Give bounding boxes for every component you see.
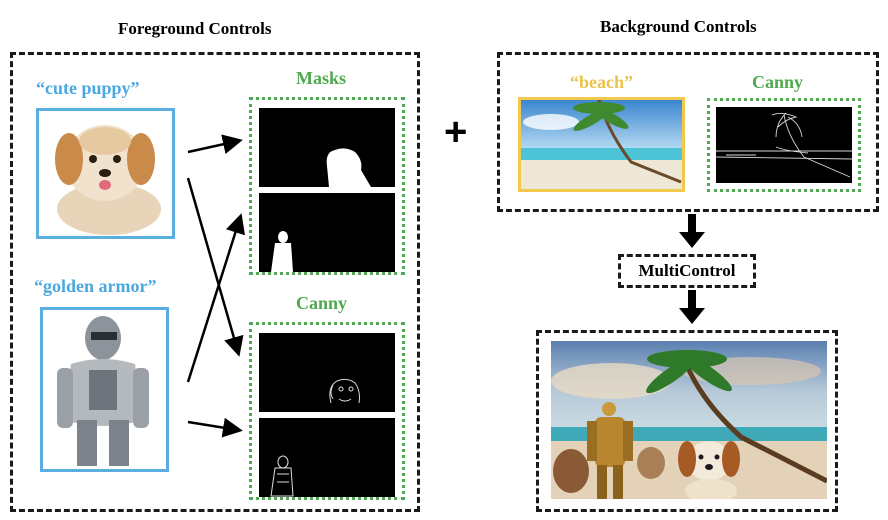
foreground-controls-box [10,52,420,512]
prompt-cute-puppy: “cute puppy” [36,78,140,98]
armor-mask [259,193,395,272]
foreground-canny-box [249,322,405,500]
arrow-to-output [679,290,705,324]
generated-output-image [551,341,827,499]
prompt-golden-armor: “golden armor” [34,276,157,296]
multicontrol-box: MultiControl [618,254,756,288]
background-title: Background Controls [600,17,757,36]
puppy-canny [259,333,395,412]
background-canny-label: Canny [752,72,804,92]
armor-canny [259,418,395,497]
armor-image [40,307,169,472]
puppy-figure [678,441,740,499]
foreground-canny-label: Canny [296,293,348,313]
puppy-mask [259,108,395,187]
output-box [536,330,838,512]
background-canny-box [707,98,861,192]
masks-box [249,97,405,275]
arrow-to-multicontrol [679,214,705,248]
beach-image [518,97,685,192]
puppy-image [36,108,175,239]
plus-sign: + [444,110,468,154]
background-controls-box [497,52,879,212]
multicontrol-label: MultiControl [638,261,736,280]
golden-armor-figure [587,402,633,499]
foreground-title: Foreground Controls [118,19,272,38]
beach-canny [716,107,852,183]
masks-label: Masks [296,68,347,88]
prompt-beach: “beach” [570,72,633,92]
